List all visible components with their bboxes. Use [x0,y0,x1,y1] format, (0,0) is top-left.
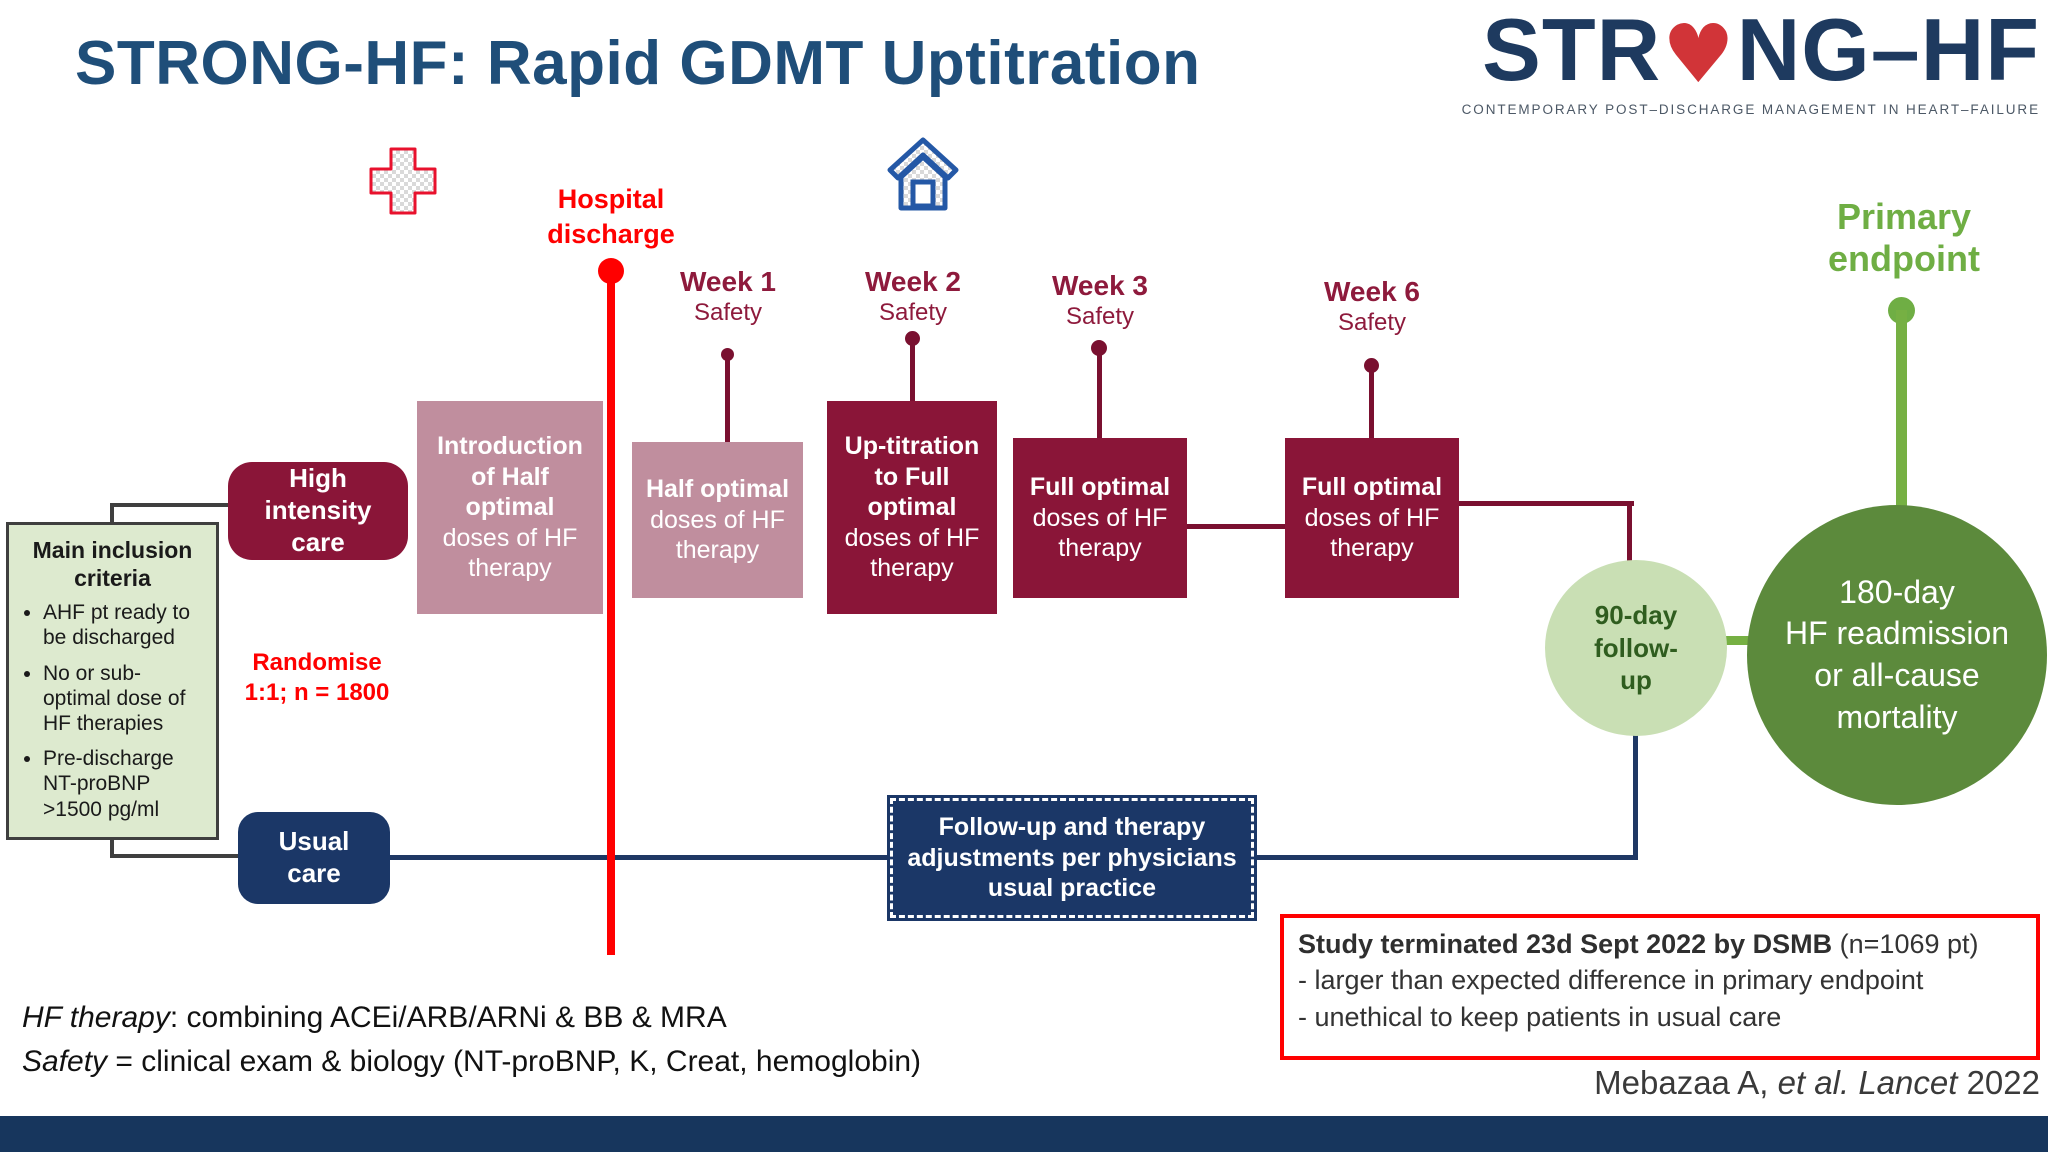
inclusion-bullet: AHF pt ready to be discharged [43,600,206,650]
ninety-day-followup-circle: 90-day follow- up [1545,560,1727,736]
box-bold-text: Up-titration to Full optimal [844,432,980,522]
footnotes: HF therapy: combining ACEi/ARB/ARNi & BB… [22,996,921,1083]
primary-endpoint-circle: 180-day HF readmission or all-cause mort… [1747,505,2047,805]
logo-wordmark: STR♥NG–HF [1400,6,2040,96]
high-intensity-care-label: High intensity care [264,463,372,557]
logo-text-start: STR [1482,0,1662,99]
week-1-stem-dot [721,348,734,361]
citation-source: et al. Lancet [1777,1064,1958,1101]
citation: Mebazaa A, et al. Lancet 2022 [1380,1064,2040,1102]
box-bold-text: Full optimal [1301,473,1443,502]
hf-therapy-footnote: HF therapy: combining ACEi/ARB/ARNi & BB… [22,996,921,1040]
box-regular-text: doses of HF therapy [650,505,785,565]
bracket-connector [110,503,230,507]
week-3-label: Week 3 Safety [1015,270,1185,332]
bottom-bar [0,1116,2048,1152]
box-bold-text: Full optimal [1029,473,1171,502]
home-icon [884,134,962,221]
randomise-line2: 1:1; n = 1800 [244,679,390,706]
week-6-stem-dot [1364,358,1379,373]
navy-connector-vertical [1633,732,1638,858]
circle-line: HF readmission [1784,615,2010,652]
inclusion-bullet: No or sub-optimal dose of HF therapies [43,661,206,737]
week-1-stem-line [725,356,730,442]
full-optimal-doses-box-week6: Full optimal doses of HF therapy [1285,438,1459,598]
week-6-stem-line [1369,368,1374,438]
medical-cross-icon [364,142,442,225]
termination-reason: - larger than expected difference in pri… [1298,965,1924,996]
footnote-term: Safety [22,1044,108,1078]
week-1-label: Week 1 Safety [643,266,813,328]
usual-care-label: Usual care [278,826,350,888]
usual-care-box: Usual care [238,812,390,904]
primary-endpoint-heading: Primary endpoint [1828,196,1980,280]
inclusion-criteria-title: Main inclusion criteria [32,537,193,591]
half-optimal-doses-box: Half optimal doses of HF therapy [632,442,803,598]
logo-text-end: NG–HF [1736,0,2040,99]
circle-line: mortality [1836,698,1958,735]
full-optimal-doses-box-week3: Full optimal doses of HF therapy [1013,438,1187,598]
box-regular-text: doses of HF therapy [1304,503,1440,563]
week-2-label: Week 2 Safety [828,266,998,328]
week-title: Week 6 [1324,276,1420,307]
inclusion-bullet: Pre-discharge NT-proBNP >1500 pg/ml [43,746,206,822]
high-intensity-care-box: High intensity care [228,462,408,560]
strong-hf-logo: STR♥NG–HF CONTEMPORARY POST–DISCHARGE MA… [1400,6,2040,117]
bracket-connector [110,854,240,858]
intro-half-doses-box: Introduction of Half optimal doses of HF… [417,401,603,614]
week-title: Week 1 [680,266,776,297]
circle-line: follow- [1594,632,1678,663]
week-2-stem-dot [905,331,920,346]
maroon-connector [1459,501,1634,506]
maroon-connector [1187,524,1285,529]
inclusion-criteria-box: Main inclusion criteria AHF pt ready to … [6,522,219,840]
footnote-text: = clinical exam & biology (NT-proBNP, K,… [107,1044,922,1078]
box-bold-text: Introduction of Half optimal [437,432,583,522]
bracket-connector [110,503,114,523]
page-title: STRONG-HF: Rapid GDMT Uptitration [75,29,1201,98]
week-3-stem-dot [1091,340,1107,356]
circle-line: 90-day [1594,600,1678,631]
week-title: Week 2 [865,266,961,297]
week-2-stem-line [910,340,915,402]
footnote-text: : combining ACEi/ARB/ARNi & BB & MRA [169,1001,727,1034]
logo-tagline: CONTEMPORARY POST–DISCHARGE MANAGEMENT I… [1461,101,2040,117]
box-bold-text: Half optimal [645,475,790,504]
followup-adjustments-text: Follow-up and therapy adjustments per ph… [907,813,1237,903]
termination-headline-suffix: (n=1069 pt) [1832,929,1979,959]
week-safety-label: Safety [878,299,948,327]
study-terminated-box: Study terminated 23d Sept 2022 by DSMB (… [1280,914,2040,1060]
box-regular-text: doses of HF therapy [844,523,980,583]
circle-line: or all-cause [1814,657,1980,693]
discharge-timeline-line [607,271,615,955]
bracket-connector [110,838,114,858]
primary-endpoint-stem-line [1896,310,1907,506]
week-safety-label: Safety [693,299,763,327]
box-regular-text: doses of HF therapy [1032,503,1168,563]
termination-reason: - unethical to keep patients in usual ca… [1298,1001,1782,1032]
heart-icon: ♥ [1662,8,1736,102]
safety-footnote: Safety = clinical exam & biology (NT-pro… [22,1040,921,1084]
maroon-connector-elbow [1627,501,1632,563]
uptitration-box: Up-titration to Full optimal doses of HF… [827,401,997,614]
circle-line: up [1620,665,1652,696]
week-title: Week 3 [1052,270,1148,301]
week-6-label: Week 6 Safety [1287,276,1457,338]
randomise-line1: Randomise [252,649,382,676]
citation-year: 2022 [1957,1064,2040,1101]
citation-authors: Mebazaa A, [1594,1064,1778,1101]
discharge-marker-dot [598,258,624,284]
termination-headline: Study terminated 23d Sept 2022 by DSMB [1298,929,1833,959]
randomise-label: Randomise 1:1; n = 1800 [232,648,402,708]
hospital-discharge-label: Hospital discharge [547,184,675,250]
footnote-term: HF therapy [22,1001,170,1034]
week-safety-label: Safety [1337,309,1407,337]
green-connector [1718,636,1756,645]
followup-adjustments-box: Follow-up and therapy adjustments per ph… [890,798,1254,918]
circle-line: 180-day [1839,573,1955,610]
inclusion-criteria-list: AHF pt ready to be discharged No or sub-… [19,600,206,822]
week-safety-label: Safety [1065,303,1135,331]
week-3-stem-line [1097,350,1102,438]
box-regular-text: doses of HF therapy [442,523,578,583]
